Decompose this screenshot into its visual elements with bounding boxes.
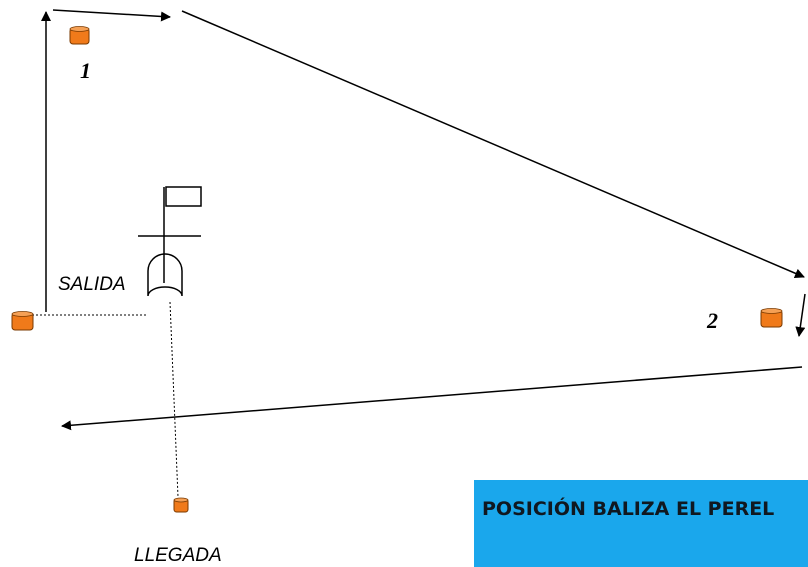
finish-label: LLEGADA	[134, 545, 222, 566]
committee-boat	[138, 186, 202, 297]
leg-return-arrow	[61, 366, 803, 431]
buoy-finish	[173, 497, 189, 513]
leg-top-arrow	[52, 9, 171, 22]
finish-line-dotted	[169, 301, 179, 498]
buoy-mark-2	[760, 308, 783, 328]
buoy-mark-1	[69, 26, 90, 45]
mark-2-label: 2	[706, 308, 718, 333]
location-banner: POSICIÓN BALIZA EL PEREL	[474, 480, 808, 567]
start-label: SALIDA	[58, 274, 126, 295]
mark-1-label: 1	[80, 58, 91, 83]
flag-icon	[165, 186, 202, 207]
leg-mark2-down-arrow	[795, 293, 806, 337]
banner-title: POSICIÓN BALIZA EL PEREL	[482, 498, 775, 520]
leg-diagonal-arrow	[181, 10, 805, 279]
buoy-start	[11, 311, 34, 331]
